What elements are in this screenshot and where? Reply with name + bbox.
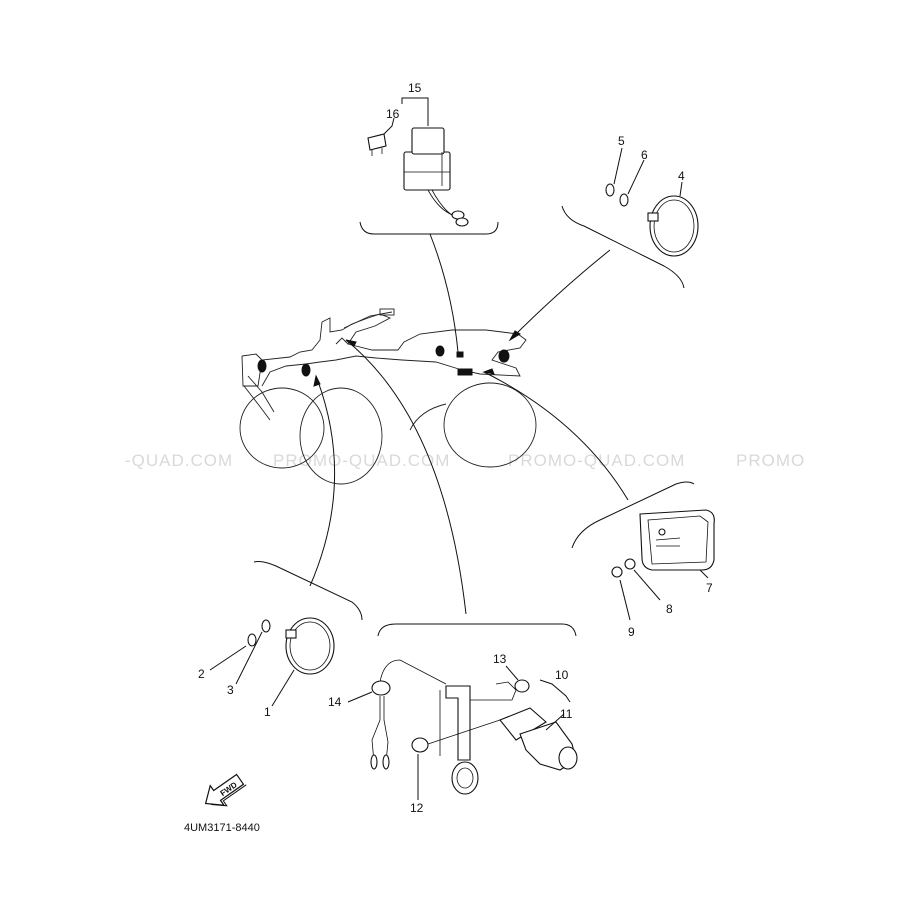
washer-6 (619, 193, 629, 207)
callout-3: 3 (227, 683, 234, 697)
watermark-1: -QUAD.COM (125, 451, 233, 470)
group-switch (345, 339, 578, 800)
fwd-arrow-icon: FWD (204, 773, 247, 807)
callout-6: 6 (641, 148, 648, 162)
watermark-4: PROMO (736, 451, 805, 470)
mount-point-rear-left (257, 359, 267, 373)
nut-13 (514, 679, 530, 693)
switch-knob (451, 761, 479, 795)
group-relay (359, 97, 499, 353)
fuse (367, 133, 387, 151)
callout-12: 12 (410, 801, 424, 815)
lamp-1 (285, 617, 335, 675)
mount-point-reflector (457, 368, 473, 376)
lamp-4 (649, 195, 699, 257)
callouts: 1 2 3 4 5 6 7 8 9 10 11 12 13 14 15 16 (198, 81, 713, 815)
mount-point-relay (456, 351, 464, 358)
part-code: 4UM3171-8440 (184, 822, 260, 834)
switch-nut (499, 707, 547, 741)
watermark-2: PROMO-QUAD.COM (273, 451, 450, 470)
washer-2 (247, 633, 257, 647)
atv-silhouette (239, 308, 537, 485)
watermark-row: -QUAD.COM PROMO-QUAD.COM PROMO-QUAD.COM … (125, 451, 805, 470)
group-lamp-1 (209, 374, 363, 707)
callout-4: 4 (678, 169, 685, 183)
reflector-7 (639, 509, 715, 571)
relay-cover (411, 127, 445, 155)
callout-16: 16 (386, 107, 400, 121)
lamp-4-stud (647, 212, 659, 222)
callout-2: 2 (198, 667, 205, 681)
relay-body (403, 151, 451, 191)
callout-5: 5 (618, 134, 625, 148)
watermark-3: PROMO-QUAD.COM (508, 451, 685, 470)
callout-13: 13 (493, 652, 507, 666)
group-lamp-4 (508, 147, 699, 342)
washer-8 (624, 558, 636, 570)
switch-bracket (445, 685, 471, 761)
mount-point-rear-right (301, 363, 311, 377)
relay-connector-b (455, 217, 469, 227)
callout-14: 14 (328, 695, 342, 709)
group-reflector (482, 368, 715, 621)
callout-1: 1 (264, 705, 271, 719)
nut-9 (611, 566, 623, 578)
callout-10: 10 (555, 668, 569, 682)
connector-14 (371, 680, 391, 696)
callout-11: 11 (560, 707, 573, 721)
mount-point-front-left (435, 345, 445, 357)
mount-point-front-right (498, 349, 510, 363)
callout-9: 9 (628, 625, 635, 639)
washer-3 (261, 619, 271, 633)
lamp-1-stud (285, 629, 297, 639)
callout-7: 7 (706, 581, 713, 595)
callout-15: 15 (408, 81, 422, 95)
washer-5 (605, 183, 615, 197)
callout-8: 8 (666, 602, 673, 616)
screw-12 (411, 737, 429, 753)
